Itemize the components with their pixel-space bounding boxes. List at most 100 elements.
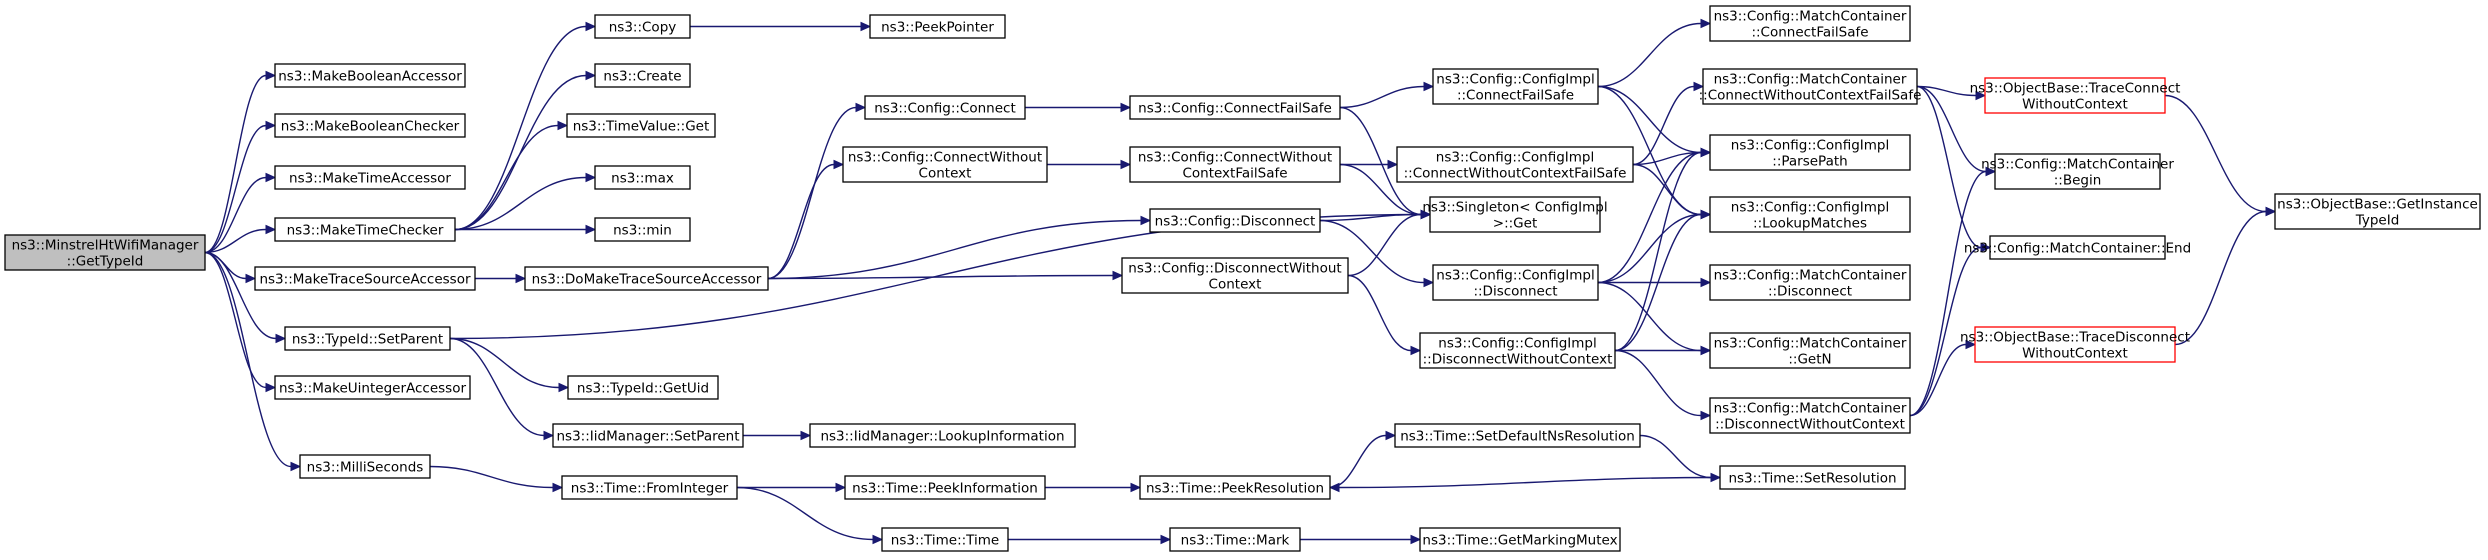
node-max[interactable]: ns3::max [594,165,691,190]
node-copy[interactable]: ns3::Copy [594,14,691,39]
node-setres[interactable]: ns3::Time::SetResolution [1719,465,1906,490]
node-label: ns3::PeekPointer [881,20,994,36]
node-mua[interactable]: ns3::MakeUintegerAccessor [274,375,471,400]
node-box [594,63,691,88]
arrowhead-icon [265,382,277,393]
edge-cdisc-to-cidisc [1319,219,1435,288]
node-mccwocfs[interactable]: ns3::Config::MatchContainer::ConnectWith… [1699,68,1922,105]
edge-line [449,337,560,389]
node-mcgetn[interactable]: ns3::Config::MatchContainer::GetN [1709,332,1911,369]
arrowhead-icon [1980,242,1992,253]
node-tsp[interactable]: ns3::TypeId::SetParent [284,326,451,351]
edge-line [767,163,835,280]
node-box [274,375,471,400]
node-ttime[interactable]: ns3::Time::Time [881,527,1009,552]
node-label: ns3::Time::PeekResolution [1146,481,1324,497]
node-label: ns3::Config::MatchContainer [1714,268,1907,284]
node-cicfs[interactable]: ns3::Config::ConfigImpl::ConnectFailSafe [1432,68,1599,105]
node-peekptr[interactable]: ns3::PeekPointer [869,14,1006,39]
edge-dmtsa-to-cdiscwo [767,270,1124,281]
node-cdisc[interactable]: ns3::Config::Disconnect [1149,208,1321,233]
node-tvget[interactable]: ns3::TimeValue::Get [566,113,716,138]
edge-mcdiscwo-to-mcbegin [1909,166,1997,417]
edge-cicwocfs-to-mccwocfs [1632,81,1705,166]
node-min[interactable]: ns3::min [594,217,691,242]
edge-line [1597,213,1702,284]
arrowhead-icon [2265,206,2277,217]
node-ms[interactable]: ns3::MilliSeconds [299,454,431,479]
arrowhead-icon [245,273,257,284]
edge-line [1339,106,1422,216]
node-cidisc[interactable]: ns3::Config::ConfigImpl::Disconnect [1432,264,1599,301]
node-iidsp[interactable]: ns3::IidManager::SetParent [552,423,744,448]
node-mcend[interactable]: ns3::Config::MatchContainer::End [1964,235,2191,260]
node-label: ::ConnectWithoutContextFailSafe [1699,88,1922,104]
edge-line [1319,213,1422,222]
node-mbc[interactable]: ns3::MakeBooleanChecker [274,113,466,138]
edge-root-to-mua [204,251,277,393]
edge-ccfs-to-cicfs [1339,81,1435,109]
arrowhead-icon [1700,147,1712,158]
node-mba[interactable]: ns3::MakeBooleanAccessor [274,63,466,88]
node-iidlookup[interactable]: ns3::IidManager::LookupInformation [809,423,1076,448]
edge-cidisc-to-lookupm [1597,209,1712,284]
arrowhead-icon [860,21,872,32]
node-label: ns3::Config::DisconnectWithout [1128,261,1341,277]
node-gmm[interactable]: ns3::Time::GetMarkingMutex [1419,527,1621,552]
node-getuid[interactable]: ns3::TypeId::GetUid [567,375,719,400]
node-singleton[interactable]: ns3::Singleton< ConfigImpl>::Get [1422,196,1608,233]
node-box [1129,95,1341,120]
node-box [1169,527,1301,552]
node-label: ns3::MinstrelHtWifiManager [12,238,199,254]
edge-cicwocfs-to-parsepath [1632,147,1712,166]
node-mcdiscwo[interactable]: ns3::Config::MatchContainer::DisconnectW… [1709,397,1911,434]
node-obtdwo[interactable]: ns3::ObjectBase::TraceDisconnectWithoutC… [1960,326,2190,363]
node-obtcwo[interactable]: ns3::ObjectBase::TraceConnectWithoutCont… [1970,77,2181,114]
node-mcdisc[interactable]: ns3::Config::MatchContainer::Disconnect [1709,264,1911,301]
edge-ttime-to-mark [1008,534,1172,545]
node-box [274,217,456,242]
arrowhead-icon [1160,534,1172,545]
node-peekres[interactable]: ns3::Time::PeekResolution [1139,475,1331,500]
node-cconnect[interactable]: ns3::Config::Connect [864,95,1026,120]
edge-line [204,124,267,254]
node-cicwocfs[interactable]: ns3::Config::ConfigImpl::ConnectWithoutC… [1396,146,1634,183]
node-peekinfo[interactable]: ns3::Time::PeekInformation [844,475,1046,500]
edge-root-to-tsp [204,251,287,344]
node-ccwocfs[interactable]: ns3::Config::ConnectWithoutContextFailSa… [1129,146,1341,183]
node-mtc[interactable]: ns3::MakeTimeChecker [274,217,456,242]
node-mccfs[interactable]: ns3::Config::MatchContainer::ConnectFail… [1709,5,1911,42]
node-dmtsa[interactable]: ns3::DoMakeTraceSourceAccessor [524,266,769,291]
node-setdef[interactable]: ns3::Time::SetDefaultNsResolution [1394,423,1641,448]
node-cdiscwo[interactable]: ns3::Config::DisconnectWithoutContext [1121,257,1349,294]
node-lookupm[interactable]: ns3::Config::ConfigImpl::LookupMatches [1709,196,1911,233]
node-label: ns3::Config::ConfigImpl [1438,336,1596,352]
edge-obtcwo-to-obgit [2164,94,2277,217]
node-cidiscwo[interactable]: ns3::Config::ConfigImpl::DisconnectWitho… [1419,332,1616,369]
node-mta[interactable]: ns3::MakeTimeAccessor [274,165,466,190]
edge-root-to-mbc [204,120,277,254]
node-label: TypeId [2355,213,2400,229]
node-cconnwo[interactable]: ns3::Config::ConnectWithoutContext [842,146,1048,183]
node-create[interactable]: ns3::Create [594,63,691,88]
edge-line [2174,210,2267,346]
node-mcbegin[interactable]: ns3::Config::MatchContainer::Begin [1981,153,2174,190]
edge-line [1329,434,1387,489]
edge-mcdiscwo-to-mcend [1909,242,1992,417]
node-box [1139,475,1331,500]
edge-ms-to-fromint [429,465,564,493]
arrowhead-icon [1112,270,1124,281]
node-root[interactable]: ns3::MinstrelHtWifiManager::GetTypeId [4,234,206,271]
node-label: ns3::ObjectBase::TraceConnect [1970,81,2181,97]
node-parsepath[interactable]: ns3::Config::ConfigImpl::ParsePath [1709,134,1911,171]
edge-mtsa-to-dmtsa [474,273,527,284]
node-ccfs[interactable]: ns3::Config::ConnectFailSafe [1129,95,1341,120]
node-mtsa[interactable]: ns3::MakeTraceSourceAccessor [254,266,476,291]
node-label: ns3::Config::ConfigImpl [1731,138,1889,154]
edge-line [1632,151,1702,166]
node-mark[interactable]: ns3::Time::Mark [1169,527,1301,552]
edge-line [1614,349,1702,417]
node-fromint[interactable]: ns3::Time::FromInteger [561,475,738,500]
node-box [1432,68,1599,105]
